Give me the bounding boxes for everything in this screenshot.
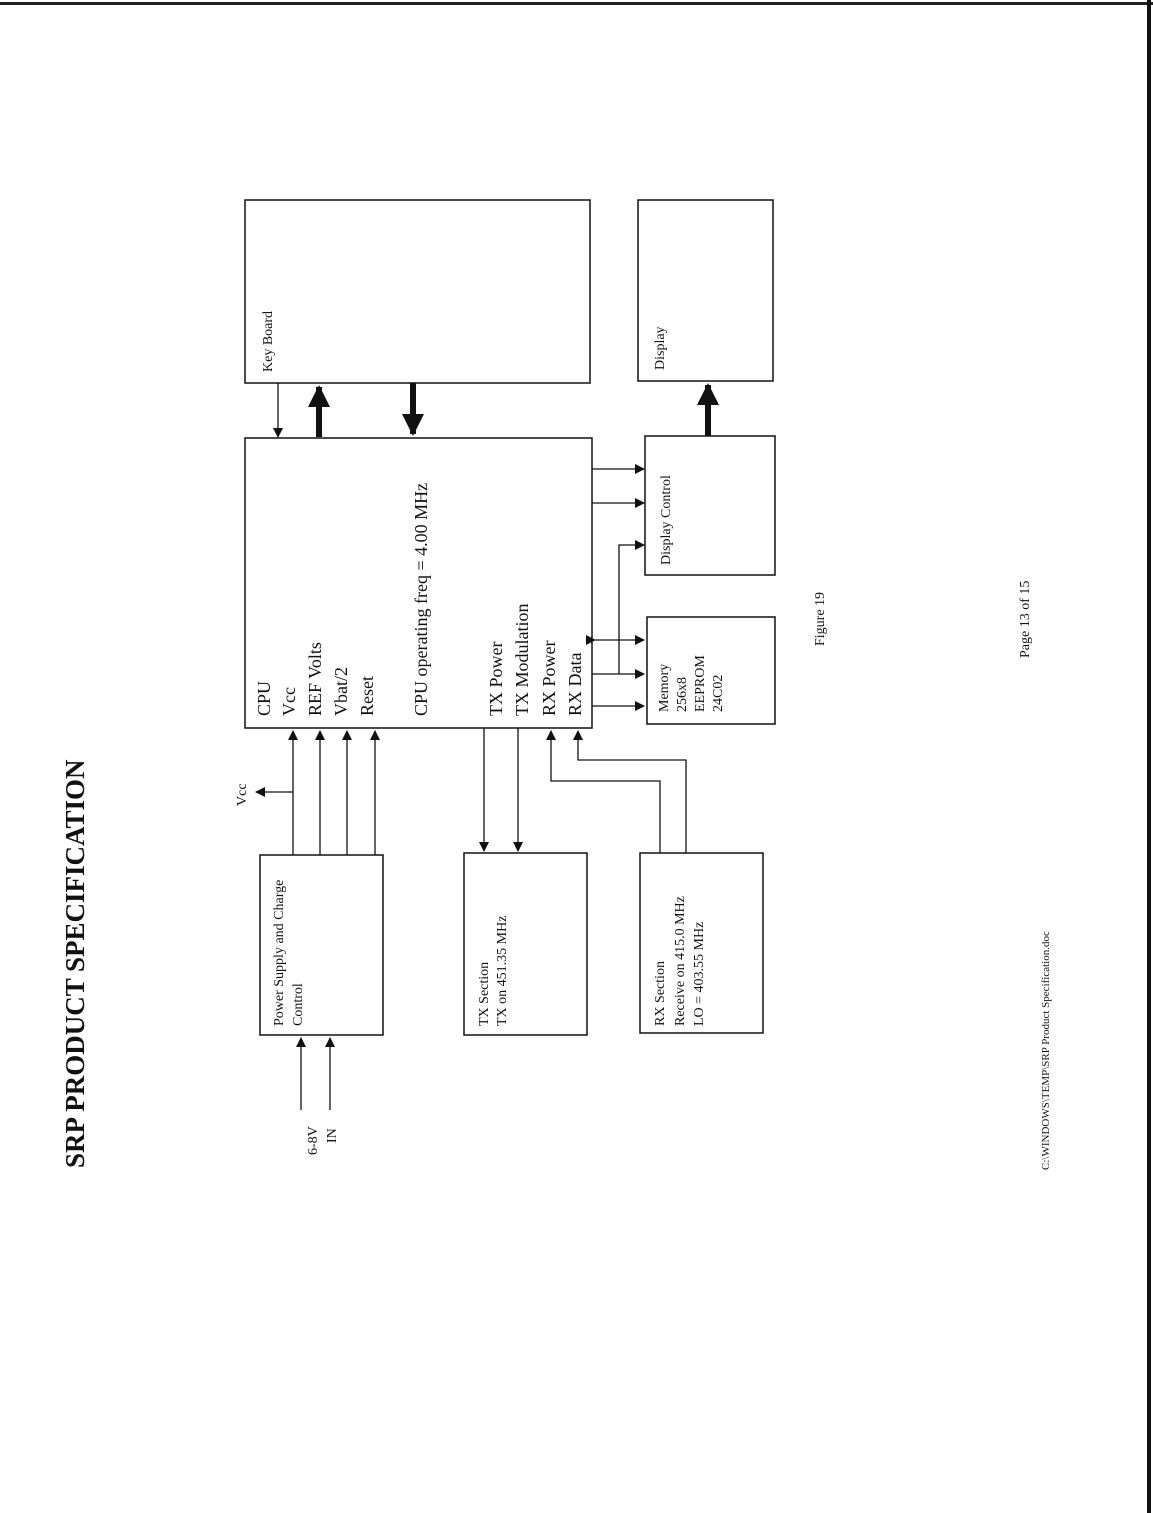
figure-caption: Figure 19 xyxy=(813,592,828,646)
display-label: Display xyxy=(653,326,668,370)
power-supply-box xyxy=(259,854,384,1036)
power-supply-label-2: Control xyxy=(291,983,306,1026)
input-in-label: IN xyxy=(325,1128,340,1143)
cpu-tx-modulation-label: TX Modulation xyxy=(512,604,532,717)
cpu-label: CPU xyxy=(254,681,274,716)
tx-section-box xyxy=(463,852,588,1036)
memory-label-2: 256x8 xyxy=(675,677,690,712)
cpu-freq-label: CPU operating freq = 4.00 MHz xyxy=(411,483,431,716)
rx-data-line xyxy=(573,730,687,853)
power-supply-label-1: Power Supply and Charge xyxy=(272,880,287,1026)
data-to-display-control-line xyxy=(618,540,645,674)
cpu-vcc-label: Vcc xyxy=(279,687,299,716)
memory-label-1: Memory xyxy=(657,664,672,712)
keyboard-label: Key Board xyxy=(261,311,276,372)
cpu-tx-power-label: TX Power xyxy=(486,642,506,717)
cpu-ref-volts-label: REF Volts xyxy=(305,642,325,716)
cpu-rx-power-label: RX Power xyxy=(539,640,559,716)
top-border-line xyxy=(0,2,1153,5)
memory-label-4: 24C02 xyxy=(711,675,726,712)
right-border-line xyxy=(1147,0,1151,1513)
input-voltage-label: 6-8V xyxy=(306,1126,321,1155)
cpu-vbat-label: Vbat/2 xyxy=(331,667,351,716)
rx-section-label-2: Receive on 415.0 MHz xyxy=(673,896,688,1026)
rx-section-label-1: RX Section xyxy=(653,961,668,1026)
page-title: SRP PRODUCT SPECIFICATION xyxy=(60,759,90,1168)
memory-label-3: EEPROM xyxy=(693,655,708,712)
rx-power-line xyxy=(546,730,661,853)
keyboard-box xyxy=(244,199,591,384)
document-path: C:\WINDOWS\TEMP\SRP Product Specificatio… xyxy=(1040,931,1052,1170)
rx-section-box xyxy=(639,852,764,1034)
display-box xyxy=(637,199,774,382)
rx-section-label-3: LO = 403.55 MHz xyxy=(692,922,707,1026)
tx-section-label-2: TX on 451.35 MHz xyxy=(495,916,510,1026)
display-control-label: Display Control xyxy=(659,475,674,565)
cpu-box xyxy=(244,437,593,729)
display-control-box xyxy=(644,435,776,576)
cpu-rx-data-label: RX Data xyxy=(565,653,585,716)
tx-section-label-1: TX Section xyxy=(477,962,492,1026)
cpu-reset-label: Reset xyxy=(357,676,377,716)
vcc-output-label: Vcc xyxy=(235,783,250,806)
page-number: Page 13 of 15 xyxy=(1018,581,1033,658)
memory-box xyxy=(646,616,776,725)
